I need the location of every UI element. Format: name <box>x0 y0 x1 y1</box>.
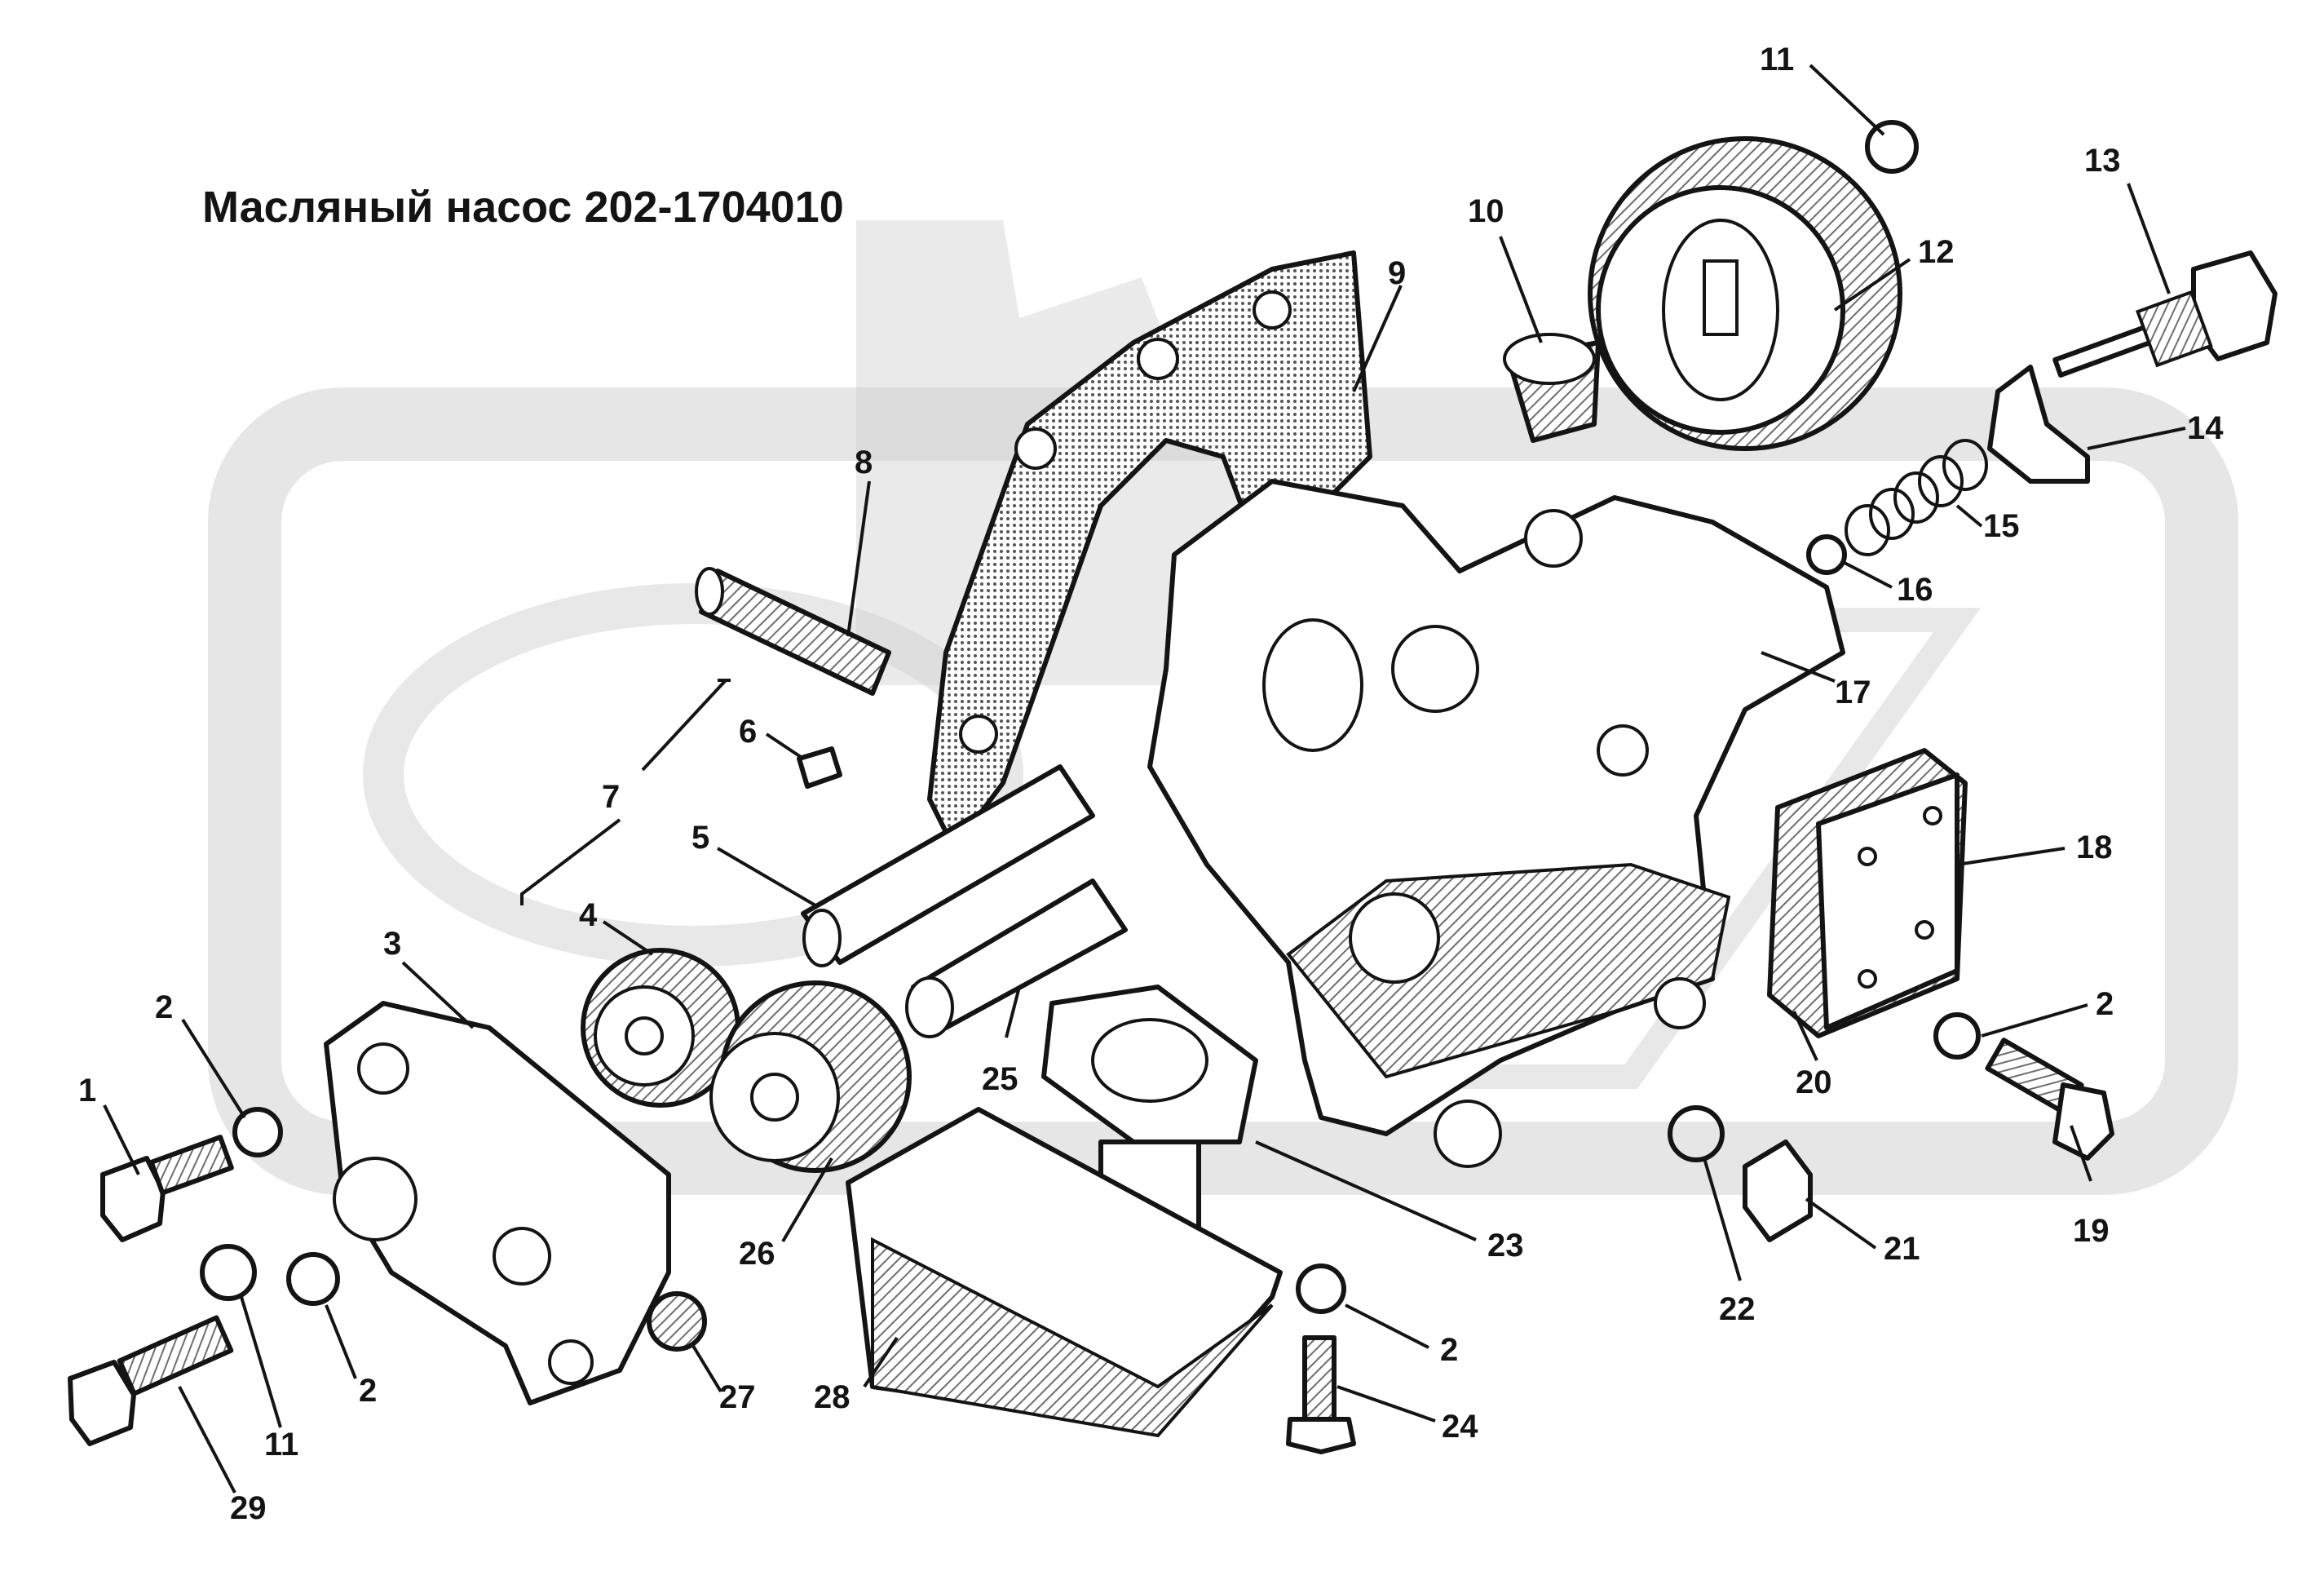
callout-25: 25 <box>982 1061 1018 1097</box>
callout-19: 19 <box>2073 1213 2110 1249</box>
part-14-lock-washer <box>1987 365 2090 484</box>
callout-23: 23 <box>1487 1228 1524 1263</box>
callout-labels: 1 2 3 4 5 6 7 8 9 10 11 12 13 14 15 16 1… <box>78 42 2224 1526</box>
callout-16: 16 <box>1897 572 1933 608</box>
part-21-nut <box>1743 1140 1813 1242</box>
callout-18: 18 <box>2076 830 2113 865</box>
part-17-pump-housing <box>1147 479 1845 1168</box>
part-24-bolt <box>1286 1335 1356 1454</box>
part-2-washer-a <box>232 1107 283 1157</box>
callout-14: 14 <box>2187 410 2224 446</box>
callout-11: 11 <box>1760 42 1794 77</box>
part-26-pump-gear <box>709 980 912 1173</box>
callout-12: 12 <box>1918 234 1955 270</box>
part-5-shaft <box>801 764 1095 967</box>
callout-27: 27 <box>719 1379 756 1415</box>
callout-6: 6 <box>739 714 757 750</box>
part-15-spring <box>1845 439 1988 556</box>
callout-2-left: 2 <box>359 1373 377 1409</box>
callout-2: 2 <box>155 989 173 1025</box>
callout-2-center: 2 <box>1440 1332 1458 1368</box>
part-2-washer-c <box>1296 1263 1346 1314</box>
callout-28: 28 <box>814 1379 851 1415</box>
leader-lines <box>103 64 2186 1494</box>
part-12-drive-gear <box>1588 136 1902 451</box>
part-18-cover <box>1767 748 1968 1038</box>
callout-11-left: 11 <box>264 1427 298 1463</box>
callout-13: 13 <box>2084 143 2121 179</box>
callout-26: 26 <box>739 1236 775 1272</box>
part-19-bolt <box>1985 1038 2114 1161</box>
part-22-spring-washer <box>1668 1105 1725 1162</box>
part-16-ring <box>1806 534 1847 575</box>
callout-22: 22 <box>1719 1291 1756 1327</box>
part-29-bolt <box>68 1315 234 1446</box>
part-1-bolt <box>100 1135 234 1242</box>
callout-9: 9 <box>1388 255 1406 291</box>
callout-2-right: 2 <box>2096 986 2114 1022</box>
part-27-bushing <box>647 1291 707 1352</box>
callout-3: 3 <box>383 926 401 962</box>
part-11-snap-ring-a <box>200 1244 257 1301</box>
callout-21: 21 <box>1884 1231 1920 1267</box>
part-28-strainer <box>846 1107 1283 1438</box>
callout-24: 24 <box>1442 1409 1478 1445</box>
callout-1: 1 <box>78 1073 96 1109</box>
part-4-pump-gear <box>581 948 740 1108</box>
part-25-shaft <box>905 878 1128 1038</box>
part-13-valve-bolt <box>2052 250 2278 378</box>
part-2-washer-d <box>1933 1012 1981 1060</box>
callout-7: 7 <box>602 779 620 815</box>
callout-5: 5 <box>691 820 709 856</box>
part-2-washer-b <box>286 1252 340 1306</box>
part-7-bracket <box>520 679 731 905</box>
part-10-plug <box>1503 333 1601 443</box>
callout-10: 10 <box>1468 193 1504 229</box>
callout-20: 20 <box>1796 1064 1832 1100</box>
part-3-pump-cover <box>324 1001 671 1405</box>
callout-17: 17 <box>1835 675 1871 710</box>
callout-15: 15 <box>1983 508 2020 544</box>
part-11-snap-ring-b <box>1865 120 1919 174</box>
callout-4: 4 <box>579 897 598 933</box>
callout-8: 8 <box>855 445 873 480</box>
part-9-gasket <box>927 250 1372 851</box>
part-6-key <box>797 746 842 789</box>
part-8-stud <box>695 567 891 696</box>
page-title: Масляный насос 202-1704010 <box>202 183 844 232</box>
callout-29: 29 <box>230 1490 267 1526</box>
